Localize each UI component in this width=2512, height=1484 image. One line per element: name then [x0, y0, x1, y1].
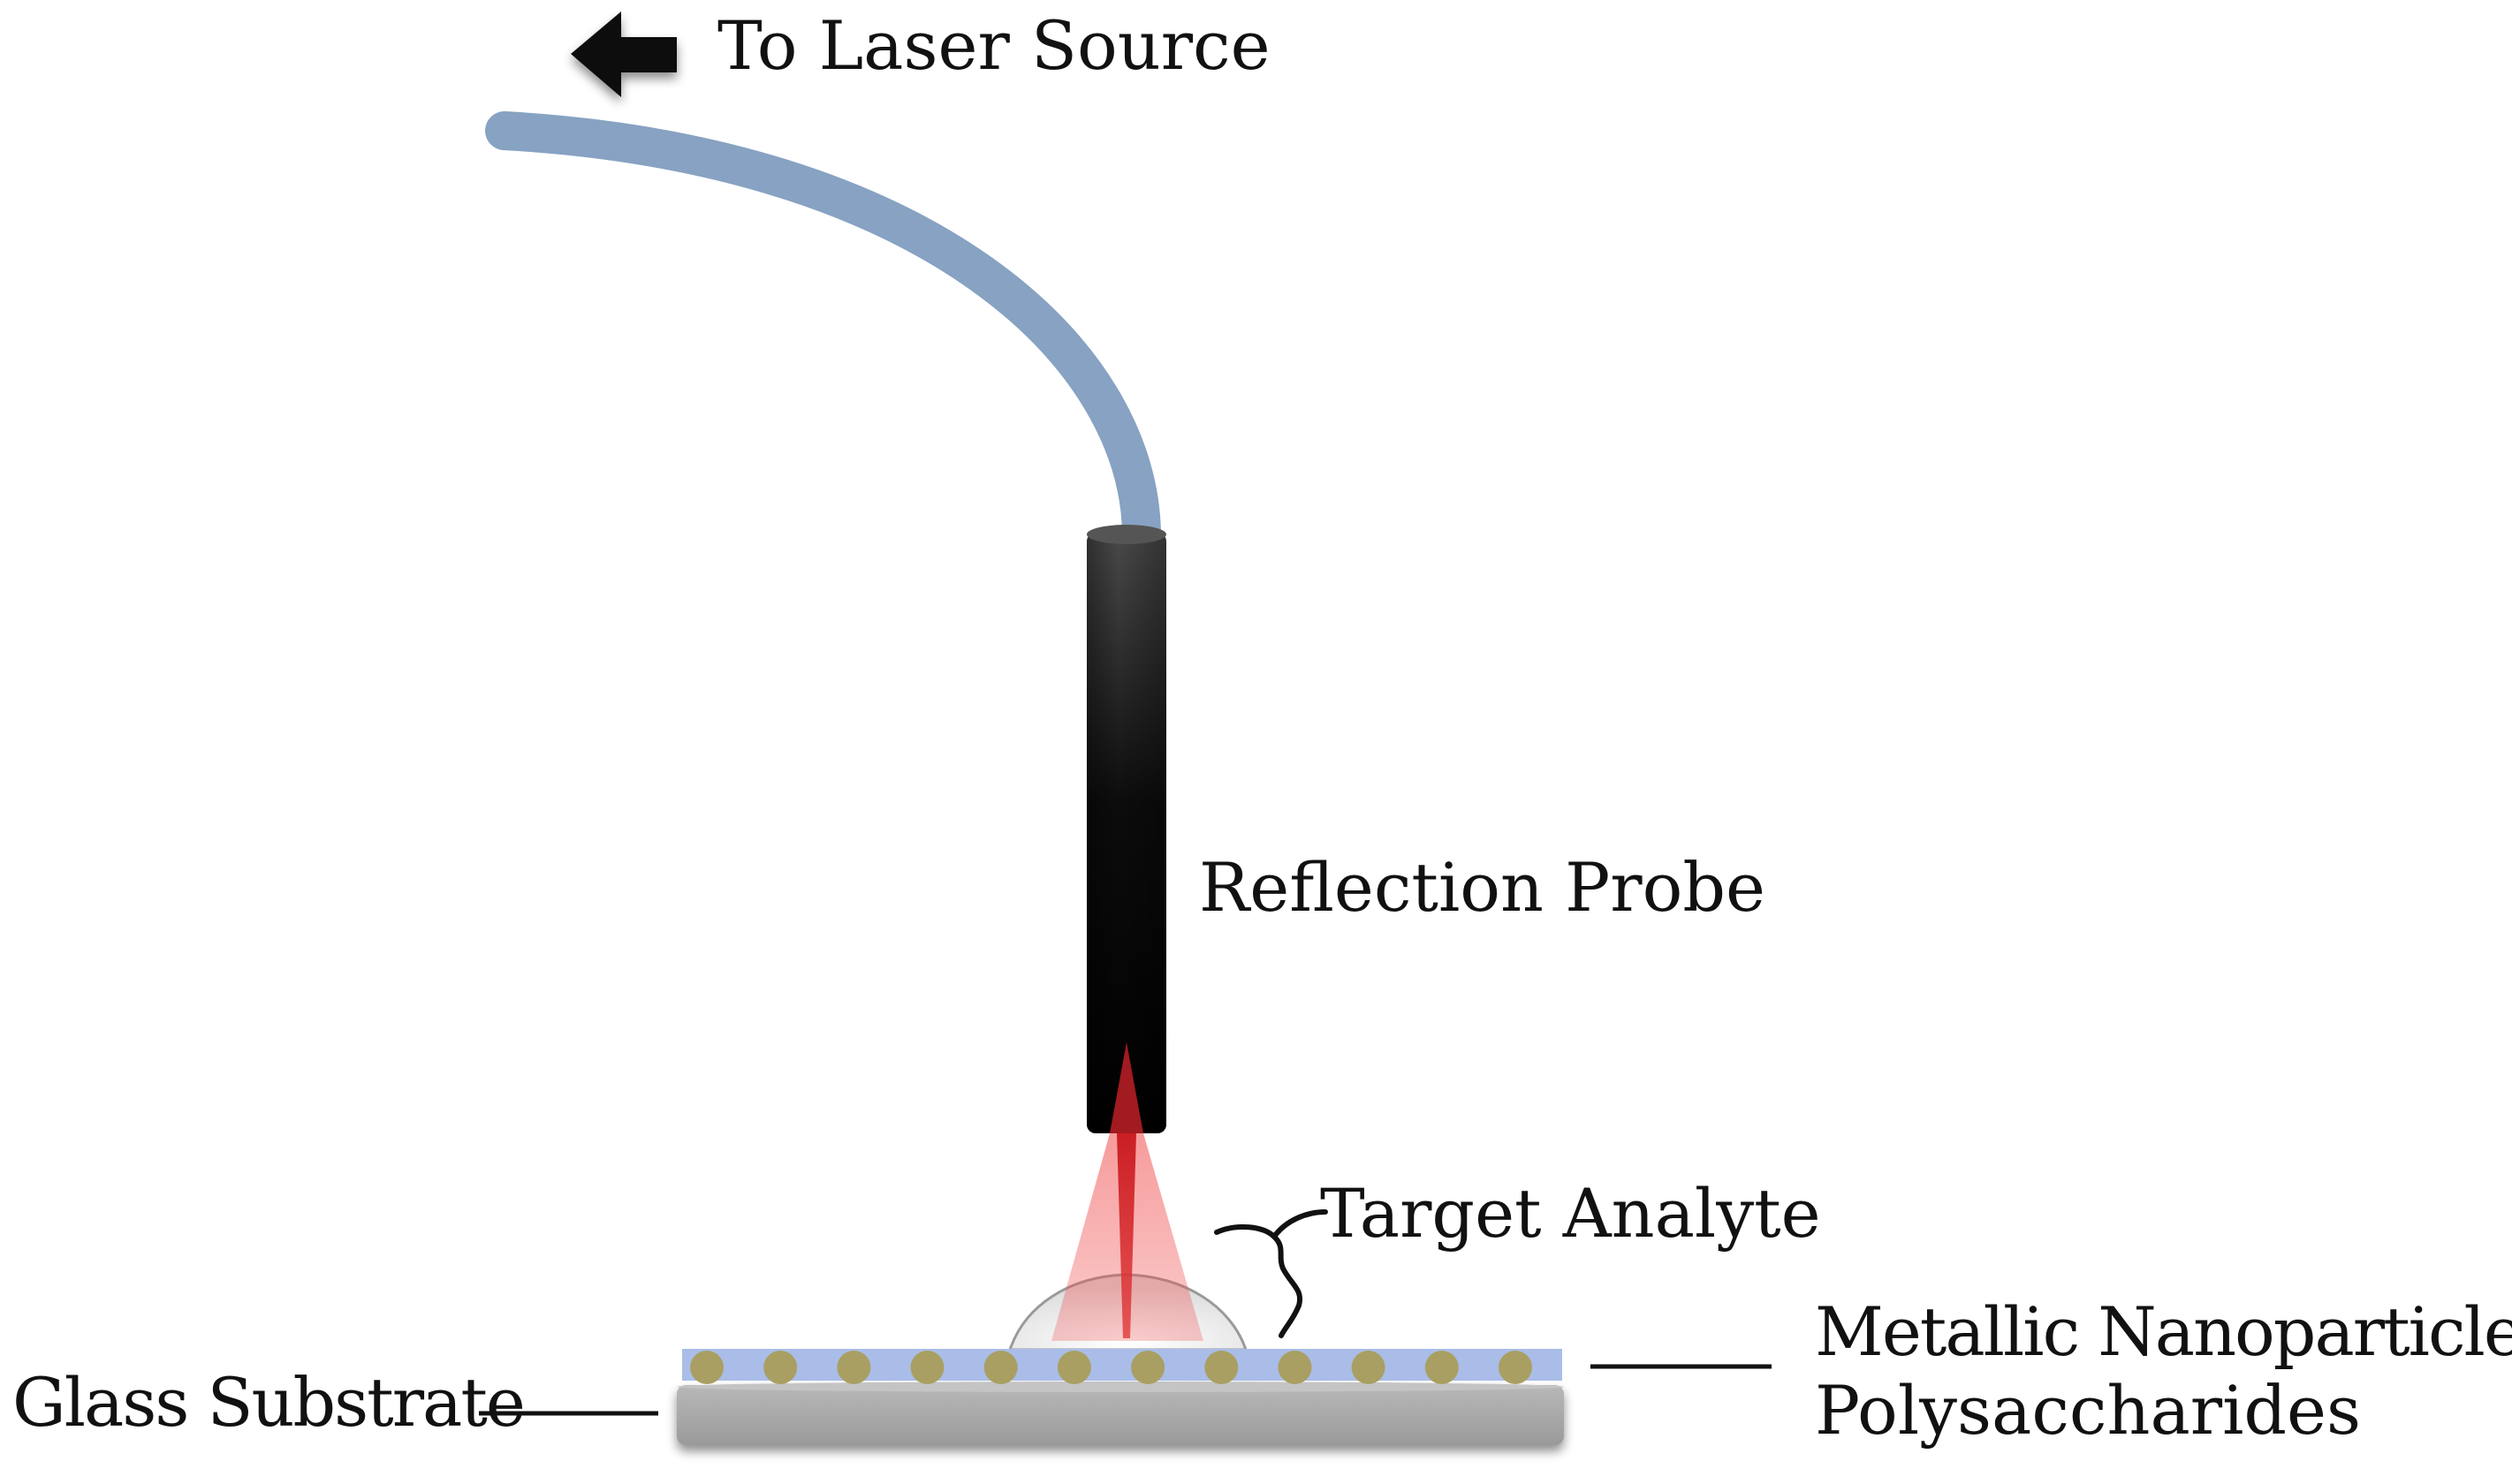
nanoparticle-layer	[690, 1351, 1532, 1384]
nanoparticles-label-line1: Metallic Nanoparticles +	[1815, 1292, 2512, 1371]
laser-beam-core	[1117, 1133, 1136, 1338]
nanoparticle	[763, 1351, 798, 1384]
laser-source-label: To Laser Source	[717, 6, 1271, 85]
nanoparticle	[1204, 1351, 1239, 1384]
arrow-left-icon	[571, 11, 677, 97]
laser-tip-glow	[1110, 1042, 1143, 1133]
glass-substrate-label: Glass Substrate	[12, 1363, 524, 1442]
nanoparticle	[910, 1351, 945, 1384]
nanoparticle	[1351, 1351, 1385, 1384]
nanoparticle	[1057, 1351, 1091, 1384]
polysaccharide-film	[682, 1349, 1562, 1381]
target-analyte-label: Target Analyte	[1320, 1174, 1821, 1253]
nanoparticle	[983, 1351, 1018, 1384]
nanoparticle	[1499, 1351, 1532, 1384]
nanoparticle	[837, 1351, 871, 1384]
reflection-probe-label: Reflection Probe	[1199, 848, 1765, 927]
analyte-molecule	[1214, 1209, 1328, 1338]
nanoparticle	[1278, 1351, 1312, 1384]
reflection-probe	[1087, 525, 1166, 1133]
nanoparticle	[690, 1351, 724, 1384]
glass-substrate	[677, 1382, 1564, 1445]
nanoparticle	[1424, 1351, 1459, 1384]
nanoparticles-label-line2: Polysaccharides	[1815, 1371, 2361, 1450]
optical-fiber	[485, 111, 1161, 554]
nanoparticle	[1131, 1351, 1165, 1384]
